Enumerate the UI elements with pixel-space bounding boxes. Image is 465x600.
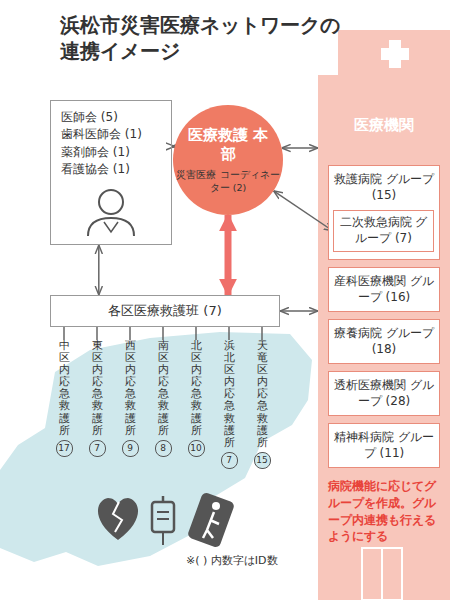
first-aid-station: 天竜区内応急救護所 15 bbox=[254, 340, 270, 470]
node-sublabel: 8 bbox=[155, 440, 172, 457]
node-label: 医師会 (5) bbox=[61, 109, 161, 126]
connector bbox=[129, 327, 131, 340]
broken-heart-icon bbox=[98, 498, 138, 540]
connector bbox=[280, 310, 318, 312]
node-sublabel: 薬剤師会 (1) bbox=[61, 144, 161, 161]
hospital-building bbox=[318, 75, 450, 600]
group-box: 精神科病院 グループ (11) bbox=[328, 423, 440, 468]
node-label: 二次救急病院 グループ (7) bbox=[337, 215, 430, 246]
stretcher-icon bbox=[187, 492, 235, 549]
connector bbox=[162, 327, 164, 340]
connector bbox=[282, 147, 318, 149]
footnote: ※( ) 内数字はID数 bbox=[186, 553, 278, 568]
connector bbox=[98, 245, 100, 295]
connector bbox=[228, 327, 230, 340]
group-box: 産科医療機関 グループ (16) bbox=[328, 267, 440, 312]
broken-heart-icon bbox=[113, 502, 122, 532]
first-aid-station: 西区内応急救護所 9 bbox=[122, 340, 138, 470]
stretcher-icon bbox=[203, 512, 219, 538]
connector bbox=[96, 327, 98, 340]
node-label: 東区内応急救護所 bbox=[92, 340, 103, 437]
group-box: 療養病院 グループ (18) bbox=[328, 319, 440, 364]
cross-symbol bbox=[381, 48, 409, 60]
node-label: 医療救護 本部 bbox=[183, 126, 273, 164]
iv-bag-icon bbox=[157, 511, 169, 513]
group-box: 救護病院 グループ (15) 二次救急病院 グループ (7) bbox=[328, 165, 440, 260]
node-sublabel: 病院機能に応じてグループを作成。グループ内連携も行えるようにする bbox=[328, 478, 440, 545]
node-sublabel: 7 bbox=[221, 452, 238, 469]
node-label: 医療機関 bbox=[318, 116, 450, 135]
node-label: 救護病院 グループ (15) bbox=[332, 172, 436, 203]
node-sublabel: 9 bbox=[122, 440, 139, 457]
node-label: 透析医療機関 グループ (28) bbox=[332, 378, 436, 409]
medical-institutions: 医療機関病院機能に応じてグループを作成。グループ内連携も行えるようにする 救護病院… bbox=[318, 30, 450, 600]
node-label: 西区内応急救護所 bbox=[125, 340, 136, 437]
node-sublabel: 歯科医師会 (1) bbox=[61, 126, 161, 143]
node-sublabel: 15 bbox=[254, 452, 271, 469]
connector bbox=[195, 327, 197, 340]
connector bbox=[274, 191, 333, 231]
first-aid-station: 中区内応急救護所 17 bbox=[56, 340, 72, 470]
node-label: 精神科病院 グループ (11) bbox=[332, 430, 436, 461]
person-icon bbox=[104, 222, 118, 232]
group-box: 二次救急病院 グループ (7) bbox=[333, 210, 434, 252]
city-map bbox=[0, 332, 312, 566]
node-sublabel: 災害医療 コーディネーター (2) bbox=[176, 169, 280, 194]
connector bbox=[63, 327, 65, 340]
node-label: 各区医療救護班 (7) bbox=[108, 302, 222, 320]
node-sublabel: 看護協会 (1) bbox=[61, 161, 161, 178]
iv-bag-icon bbox=[152, 502, 174, 532]
node-label: 療養病院 グループ (18) bbox=[332, 326, 436, 357]
node-label: 産科医療機関 グループ (16) bbox=[332, 274, 436, 305]
first-aid-station: 南区内応急救護所 8 bbox=[155, 340, 171, 470]
stretcher-icon bbox=[212, 502, 220, 510]
team-box: 各区医療救護班 (7) bbox=[50, 295, 280, 327]
title: 浜松市災害医療ネットワークの連携イメージ bbox=[60, 12, 350, 64]
association-box: 医師会 (5)歯科医師会 (1)薬剤師会 (1)看護協会 (1) bbox=[50, 100, 172, 245]
first-aid-station: 北区内応急救護所 10 bbox=[188, 340, 204, 470]
connector bbox=[261, 327, 263, 340]
node-label: 中区内応急救護所 bbox=[59, 340, 70, 437]
headquarters-circle: 医療救護 本部災害医療 コーディネーター (2) bbox=[173, 105, 283, 215]
first-aid-station: 東区内応急救護所 7 bbox=[89, 340, 105, 470]
building-top bbox=[338, 30, 450, 80]
person-icon bbox=[99, 190, 123, 214]
node-label: 浜北区内応急救護所 bbox=[224, 340, 235, 449]
iv-bag-icon bbox=[162, 532, 164, 545]
iv-bag-icon bbox=[162, 496, 165, 502]
building-door bbox=[362, 548, 402, 600]
node-label: 北区内応急救護所 bbox=[191, 340, 202, 437]
node-sublabel: 17 bbox=[56, 440, 73, 457]
node-sublabel: 10 bbox=[188, 440, 205, 457]
group-box: 透析医療機関 グループ (28) bbox=[328, 371, 440, 416]
node-label: 天竜区内応急救護所 bbox=[257, 340, 268, 449]
first-aid-station: 浜北区内応急救護所 7 bbox=[221, 340, 237, 470]
main-link-arrow bbox=[225, 215, 232, 295]
person-icon bbox=[88, 218, 134, 236]
node-label: 南区内応急救護所 bbox=[158, 340, 169, 437]
node-sublabel: 7 bbox=[89, 440, 106, 457]
building-door bbox=[381, 548, 383, 600]
iv-bag-icon bbox=[157, 518, 169, 520]
